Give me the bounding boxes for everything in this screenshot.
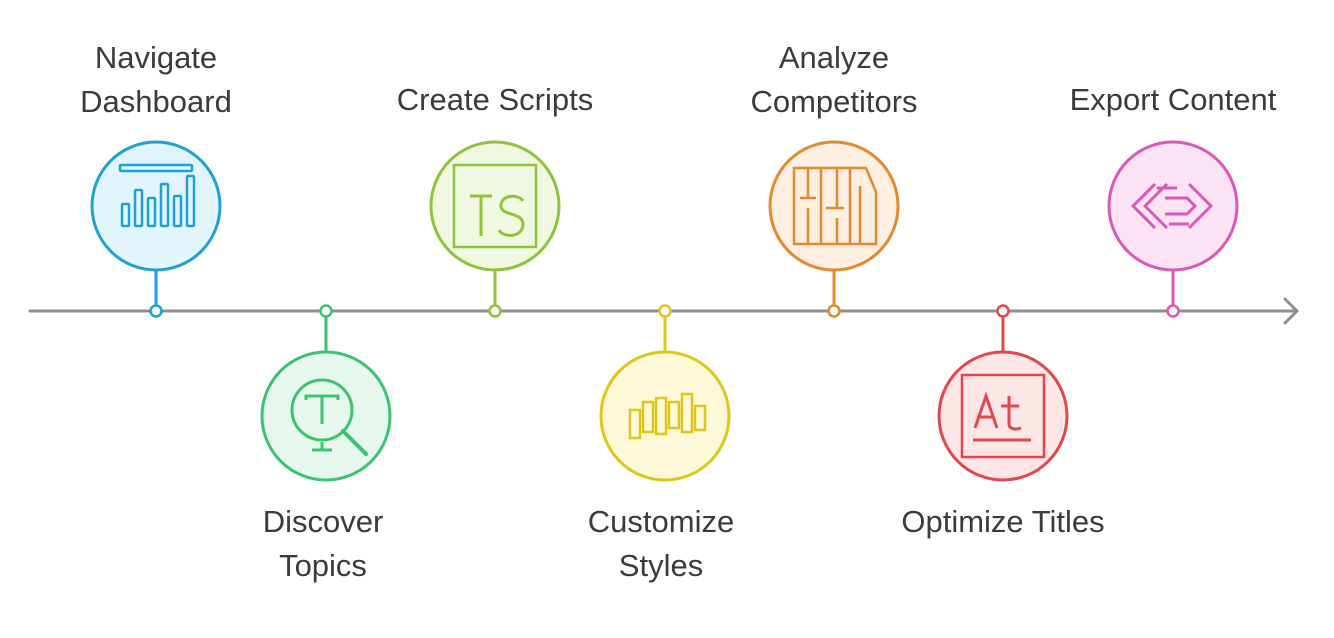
- step-label-line: Navigate: [94, 40, 218, 75]
- step-optimize-titles: [937, 304, 1069, 482]
- step-export-content: [1107, 140, 1239, 318]
- icon-part: [470, 194, 492, 236]
- icon-part: [133, 188, 144, 228]
- icon-part: [628, 408, 642, 440]
- icon-part: [806, 168, 862, 244]
- step-circle: [937, 350, 1069, 482]
- icon-part: [341, 429, 368, 456]
- step-navigate-dashboard: [90, 140, 222, 318]
- axis-marker: [658, 304, 672, 318]
- icon-part: [821, 166, 852, 246]
- step-label-navigate-dashboard: Navigate Dashboard: [80, 36, 232, 124]
- icon-part: [146, 196, 157, 228]
- step-create-scripts: [429, 140, 561, 318]
- step-discover-topics: [260, 304, 392, 482]
- icon-part: [693, 404, 707, 432]
- competitor-columns-icon: [792, 166, 878, 246]
- step-label-analyze-competitors: Analyze Competitors: [750, 36, 917, 124]
- step-label-line: Create Scripts: [396, 82, 594, 117]
- text-title-icon: [960, 373, 1046, 459]
- icon-part: [312, 442, 332, 452]
- export-arrows-icon: [1131, 182, 1213, 230]
- step-label-line: Dashboard: [80, 84, 232, 119]
- icon-part: [654, 396, 668, 436]
- icon-part: [1131, 182, 1157, 230]
- icon-part: [680, 392, 694, 434]
- timeline-steps: [90, 140, 1239, 482]
- step-label-line: Analyze: [778, 40, 890, 75]
- magnifier-text-icon: [290, 378, 368, 456]
- icon-part: [667, 400, 681, 430]
- icon-part: [960, 373, 1046, 459]
- style-bars-icon: [628, 392, 707, 440]
- icon-part: [452, 163, 538, 249]
- step-label-line: Competitors: [750, 84, 918, 119]
- step-circle: [429, 140, 561, 272]
- step-label-optimize-titles: Optimize Titles: [901, 500, 1104, 544]
- axis-marker: [1166, 304, 1180, 318]
- step-label-customize-styles: Customize Styles: [588, 500, 734, 588]
- icon-part: [1157, 186, 1189, 226]
- step-label-line: Optimize Titles: [901, 504, 1105, 539]
- step-label-export-content: Export Content: [1070, 78, 1277, 122]
- axis-marker: [488, 304, 502, 318]
- step-label-line: Customize: [587, 504, 735, 539]
- step-circle: [768, 140, 900, 272]
- timeline-arrowhead: [1283, 297, 1299, 325]
- icon-part: [973, 391, 999, 429]
- step-label-discover-topics: Discover Topics: [263, 500, 384, 588]
- bar-chart-icon: [118, 163, 196, 228]
- axis-marker: [149, 304, 163, 318]
- icon-part: [120, 202, 131, 228]
- typescript-icon: [452, 163, 538, 249]
- icon-part: [172, 194, 183, 228]
- icon-part: [290, 378, 354, 442]
- step-label-create-scripts: Create Scripts: [397, 78, 593, 122]
- icon-part: [1165, 196, 1197, 216]
- icon-part: [1001, 396, 1022, 431]
- step-circle: [260, 350, 392, 482]
- icon-part: [800, 196, 844, 210]
- step-circle: [1107, 140, 1239, 272]
- axis-marker: [827, 304, 841, 318]
- icon-part: [1187, 182, 1213, 230]
- icon-part: [304, 394, 340, 424]
- axis-marker: [996, 304, 1010, 318]
- axis-marker: [319, 304, 333, 318]
- icon-part: [1143, 182, 1169, 230]
- step-label-line: Topics: [279, 548, 367, 583]
- step-label-line: Discover: [262, 504, 384, 539]
- step-label-line: Styles: [618, 548, 704, 583]
- icon-part: [118, 163, 194, 173]
- step-label-line: Export Content: [1069, 82, 1277, 117]
- icon-part: [159, 182, 170, 228]
- icon-part: [641, 400, 655, 434]
- step-customize-styles: [599, 304, 731, 482]
- step-analyze-competitors: [768, 140, 900, 318]
- icon-part: [185, 174, 196, 228]
- icon-part: [850, 166, 878, 246]
- icon-part: [497, 194, 525, 237]
